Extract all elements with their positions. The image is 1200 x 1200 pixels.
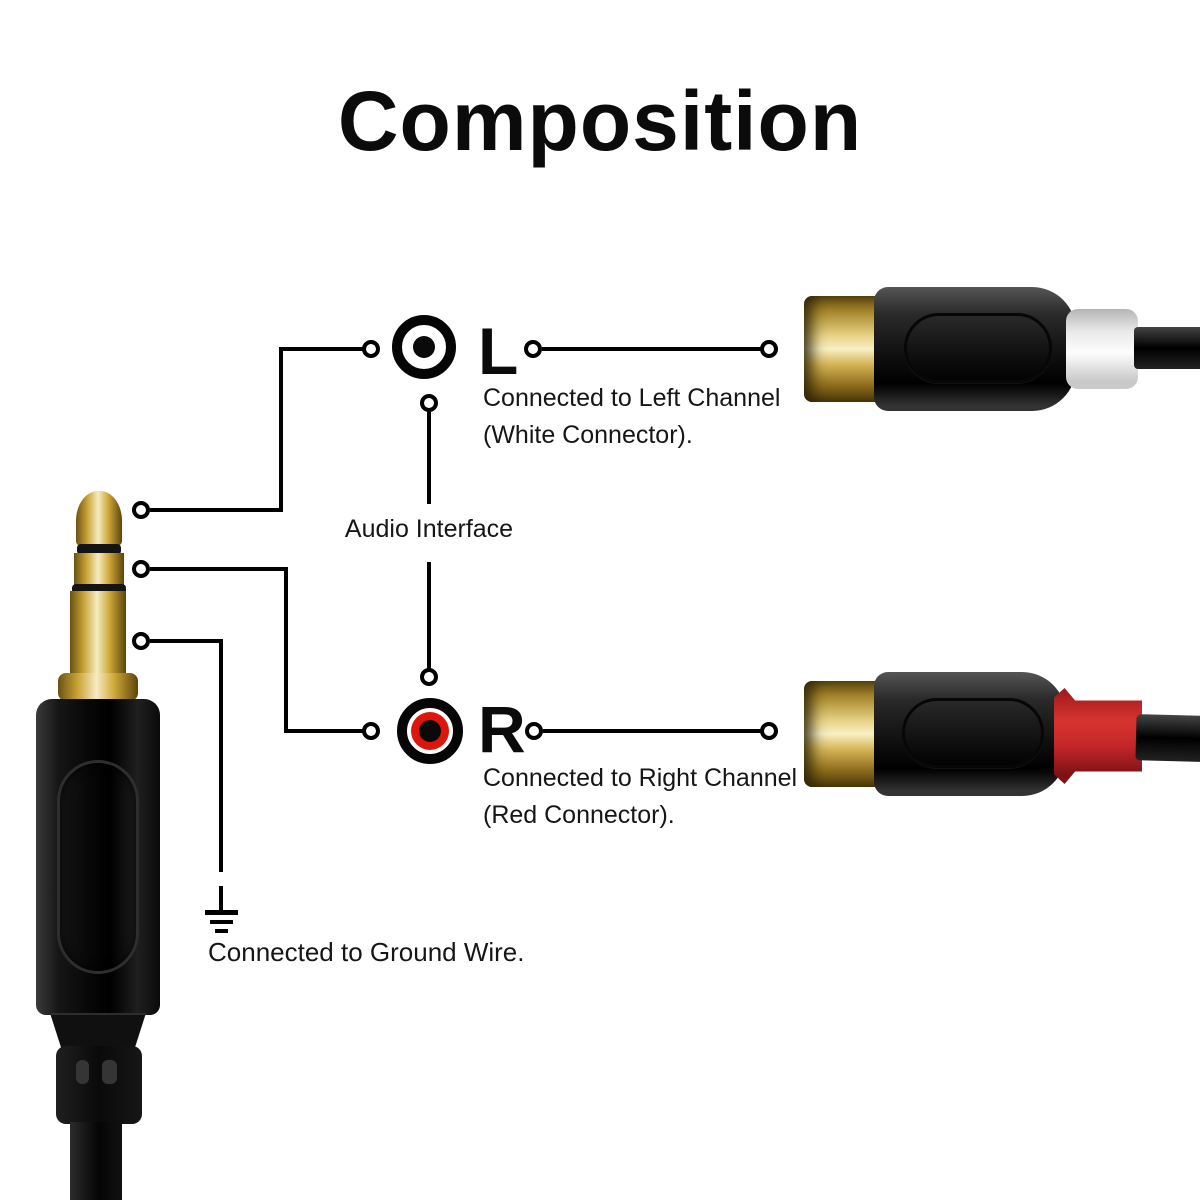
red-rca-gold-barrel: [804, 681, 884, 787]
wire-r-right: [543, 729, 761, 733]
node-r-line-start: [525, 722, 543, 740]
rca-symbol-left-dot: [413, 336, 435, 358]
wire-tip-h: [150, 508, 281, 512]
node-jack-ring: [132, 560, 150, 578]
wire-l-right: [542, 347, 761, 351]
node-jack-sleeve: [132, 632, 150, 650]
relief-highlight: [76, 1060, 89, 1084]
jack-ring-insulator: [72, 584, 126, 594]
jack-ring: [74, 553, 124, 588]
rca-symbol-left: [392, 315, 456, 379]
wire-ground-v: [219, 641, 223, 872]
red-rca-band: [1054, 688, 1142, 784]
jack-tip: [76, 491, 122, 547]
left-caption-line1: Connected to Left Channel: [483, 384, 781, 412]
left-channel-caption: Connected to Left Channel (White Connect…: [483, 380, 780, 454]
node-l-line-start: [524, 340, 542, 358]
node-r-left: [362, 722, 380, 740]
wire-ground-h: [150, 639, 223, 643]
audio-interface-label: Audio Interface: [344, 515, 514, 543]
wire-ring-v: [284, 569, 288, 733]
wire-ring-h: [150, 567, 288, 571]
wire-tip-to-l: [283, 347, 363, 351]
node-l-left: [362, 340, 380, 358]
node-audio-top: [420, 394, 438, 412]
white-rca-gold-barrel: [804, 296, 884, 402]
white-rca-body: [874, 287, 1076, 411]
wire-ring-to-r: [288, 729, 363, 733]
node-l-line-end: [760, 340, 778, 358]
relief-highlight: [102, 1060, 117, 1084]
ground-caption: Connected to Ground Wire.: [208, 937, 525, 967]
right-channel-caption: Connected to Right Channel (Red Connecto…: [483, 760, 797, 834]
wire-audio-bottom: [427, 562, 431, 669]
right-caption-line2: (Red Connector).: [483, 801, 675, 829]
left-channel-label: L: [478, 314, 519, 388]
jack-cable: [70, 1122, 122, 1200]
red-rca-body: [874, 672, 1066, 796]
node-audio-bottom: [420, 668, 438, 686]
page-title: Composition: [337, 74, 863, 168]
wire-audio-top: [427, 412, 431, 504]
jack-tip-insulator: [77, 544, 121, 555]
left-caption-line2: (White Connector).: [483, 421, 693, 449]
red-rca-cable: [1135, 714, 1200, 762]
node-jack-tip: [132, 501, 150, 519]
rca-symbol-right-dot: [419, 720, 441, 742]
right-caption-line1: Connected to Right Channel: [483, 764, 798, 792]
red-rca-brand-emboss: [902, 698, 1044, 768]
ground-bar-2: [210, 920, 233, 924]
rca-symbol-right: [397, 698, 463, 764]
wire-tip-v: [279, 347, 283, 512]
node-r-line-end: [760, 722, 778, 740]
ground-bar-1: [205, 910, 238, 915]
ground-bar-3: [215, 929, 228, 933]
jack-brand-emboss: [57, 760, 139, 974]
jack-sleeve: [70, 591, 126, 677]
jack-strain-relief: [56, 1046, 142, 1124]
white-rca-brand-emboss: [904, 313, 1052, 383]
ground-stem: [219, 886, 223, 912]
jack-neck: [50, 1013, 146, 1049]
white-rca-cable: [1134, 327, 1200, 369]
jack-collar: [58, 673, 138, 701]
white-rca-band: [1066, 309, 1138, 389]
right-channel-label: R: [478, 692, 526, 766]
jack-body: [36, 699, 160, 1015]
